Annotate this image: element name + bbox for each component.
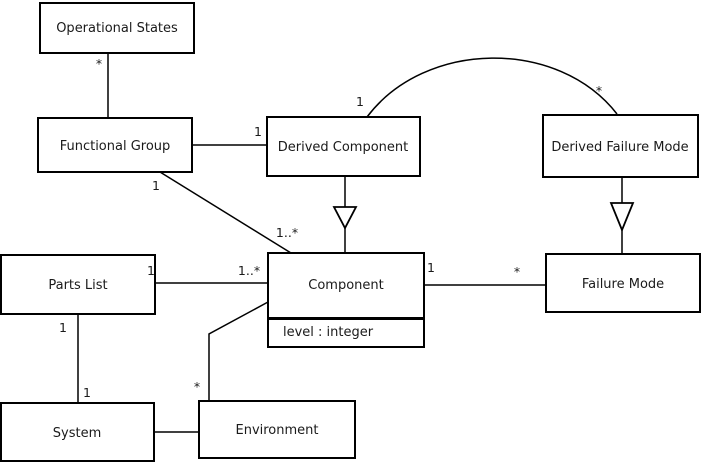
class-component: Component level : integer	[267, 252, 425, 348]
class-box	[267, 252, 425, 348]
class-system: System	[0, 402, 155, 462]
edge-functional-group-component	[159, 171, 292, 254]
class-box	[39, 2, 195, 54]
class-box	[545, 253, 701, 313]
multiplicity-label: 1..*	[276, 225, 298, 240]
class-box	[37, 117, 193, 173]
multiplicity-label: 1	[254, 124, 262, 139]
multiplicity-label: 1	[356, 94, 364, 109]
generalization-triangle-icon	[609, 202, 635, 233]
class-box	[266, 116, 421, 177]
class-name: Derived Component	[278, 140, 409, 155]
multiplicity-label: *	[96, 56, 102, 71]
edges	[77, 53, 635, 433]
class-derived-component: Derived Component	[266, 116, 421, 177]
class-environment: Environment	[198, 400, 356, 459]
class-functional-group: Functional Group	[37, 117, 193, 173]
multiplicity-label: 1	[83, 385, 91, 400]
class-box	[542, 114, 699, 178]
class-failure-mode: Failure Mode	[545, 253, 701, 313]
multiplicity-label: *	[514, 264, 520, 279]
class-box	[0, 402, 155, 462]
class-name: Operational States	[56, 21, 178, 36]
edge-environment-component	[208, 301, 269, 401]
class-name: Environment	[235, 423, 318, 438]
multiplicity-label: 1	[59, 320, 67, 335]
multiplicity-label: 1	[427, 260, 435, 275]
class-name: Failure Mode	[582, 277, 664, 292]
multiplicity-labels: * 1 1 1..* 1 * 1 1..* 1 * 1 1 *	[59, 56, 602, 400]
edge-arc-derived-component-derived-failure-mode	[366, 57, 618, 118]
class-name: Functional Group	[60, 139, 171, 154]
class-derived-failure-mode: Derived Failure Mode	[542, 114, 699, 178]
class-name: Parts List	[48, 278, 107, 293]
multiplicity-label: 1	[147, 263, 155, 278]
multiplicity-label: *	[596, 83, 602, 98]
class-parts-list: Parts List	[0, 254, 156, 315]
multiplicity-label: 1..*	[238, 263, 260, 278]
multiplicity-label: 1	[152, 178, 160, 193]
multiplicity-label: *	[194, 379, 200, 394]
class-operational-states: Operational States	[39, 2, 195, 54]
class-box	[0, 254, 156, 315]
class-attribute: level : integer	[283, 325, 374, 340]
class-name: Component	[308, 278, 383, 293]
class-name: Derived Failure Mode	[551, 140, 688, 155]
class-box	[198, 400, 356, 459]
generalization-triangle-icon	[332, 206, 358, 230]
class-name: System	[53, 426, 101, 441]
